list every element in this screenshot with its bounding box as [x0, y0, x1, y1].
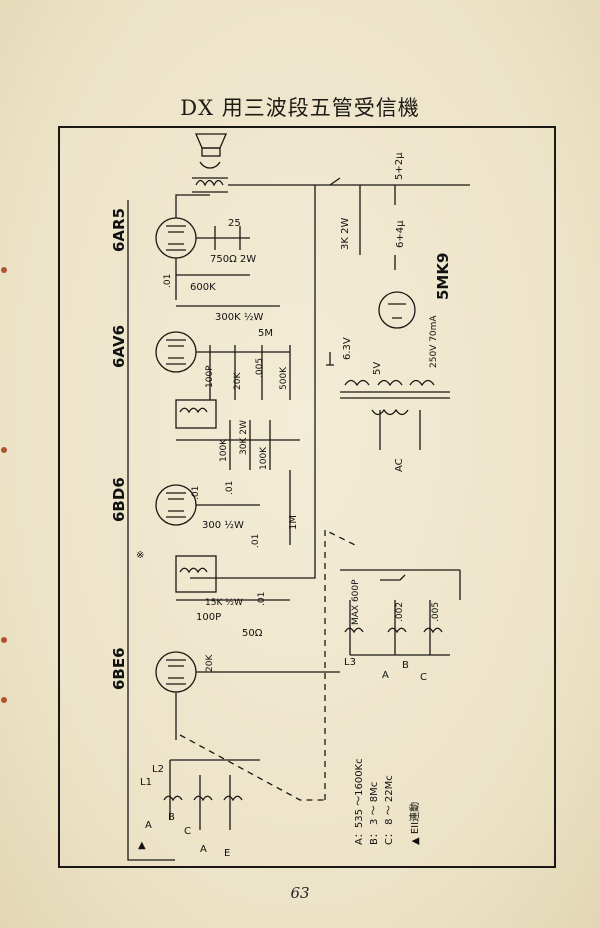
tube-5mk9 [378, 291, 416, 329]
conv-res2-label: 50Ω [242, 628, 263, 639]
ground-symbol [326, 352, 334, 366]
det-res-label: 20K [233, 372, 243, 390]
gang-star-1: ▲ [138, 840, 146, 851]
tube-label-6ar5: 6AR5 [110, 208, 128, 252]
grid-res-label: 600K [190, 282, 216, 293]
legend-band-a: A：535 ～1600Kc [354, 758, 365, 845]
power-switch-icon [329, 177, 341, 186]
gang-link-ant [179, 734, 325, 801]
avc-res-label: 1M [288, 515, 299, 530]
screen-res2-label: 30K 2W [239, 420, 249, 455]
det-cap2-label: .005 [255, 358, 265, 378]
filter-cap2-label: 6+4μ [395, 220, 406, 248]
earth-terminal: E [224, 848, 230, 859]
if-cap2-label: .01 [225, 481, 235, 495]
if-transformer-2 [175, 399, 217, 429]
tube-6av6 [155, 331, 197, 373]
antenna-terminal: A [200, 844, 207, 855]
screen-res1-label: 100K [219, 438, 229, 462]
screen-network [176, 420, 300, 470]
det-res2-label: 500K [279, 366, 289, 390]
page-title: DX 用三波段五管受信機 [180, 96, 420, 120]
coil-l3-label: L3 [344, 657, 356, 668]
volume-label: 5M [258, 328, 273, 339]
ant-tap-c: C [184, 826, 191, 837]
tube-6be6 [155, 651, 340, 740]
osc-coil-section [340, 569, 461, 656]
filter-wiring [359, 185, 396, 270]
schematic-frame [58, 126, 556, 868]
cathode-res-label: 750Ω 2W [210, 254, 256, 265]
asterisk-mark: ※ [136, 550, 144, 561]
det-cap-label: 100P [205, 365, 215, 388]
conv-res3-label: 20K [205, 654, 215, 672]
gang-link-osc [324, 528, 356, 800]
power-transformer [340, 379, 450, 450]
pad-max-label: MAX 600P [351, 579, 361, 625]
ground-rail [127, 200, 175, 861]
osc-tap-a: A [382, 670, 389, 681]
speaker-icon [195, 133, 227, 169]
osc-tap-c: C [420, 672, 427, 683]
legend-band-b: B： 3 ～ 8Mc [369, 782, 380, 845]
ant-tap-b: B [168, 812, 175, 823]
tube-label-6be6: 6BE6 [110, 647, 128, 690]
screen-res3-label: 100K [259, 446, 269, 470]
rect-heater-label: 5V [372, 362, 383, 375]
tube-label-6av6: 6AV6 [110, 325, 128, 368]
heater-voltage-label: 6.3V [342, 337, 353, 360]
grid-line [175, 258, 250, 300]
ac-label: AC [394, 458, 405, 472]
if-cathode-line [196, 470, 291, 545]
coupling-cap-label: .01 [163, 274, 173, 288]
osc-band-switch [380, 574, 406, 581]
tube-6bd6 [155, 484, 197, 526]
tube-6ar5 [155, 194, 210, 259]
legend-gang: ▲ EII連動 [408, 802, 421, 845]
ant-coil-section [163, 759, 260, 830]
if-cap1-label: .01 [191, 486, 201, 500]
pad-cap1-label: .002 [395, 602, 405, 622]
tube-label-6bd6: 6BD6 [110, 477, 128, 522]
tube-label-5mk9: 5MK9 [434, 253, 452, 300]
cathode-cap-label: 25 [228, 218, 241, 229]
output-transformer [192, 177, 228, 193]
b-plus-rail [190, 185, 316, 579]
coil-l2-label: L2 [152, 764, 164, 775]
hv-winding-label: 250V 70mA [429, 315, 439, 368]
ant-tap-a: A [145, 820, 152, 831]
if-transformer-1 [175, 555, 217, 593]
if-cap3-label: .01 [251, 534, 261, 548]
conv-cap1-label: .01 [257, 592, 267, 606]
legend-band-c: C： 8 ～ 22Mc [384, 775, 395, 845]
cathode-network [196, 226, 250, 250]
coil-l1-label: L1 [140, 777, 152, 788]
osc-tap-b: B [402, 660, 409, 671]
conv-res1-label: 15K ½W [205, 598, 243, 608]
filter-cap1-label: 5+2μ [394, 152, 405, 180]
page-number: 63 [290, 884, 310, 902]
plate-res-label: 300K ½W [215, 311, 264, 323]
binding-holes [1, 267, 7, 703]
if-res-label: 300 ½W [202, 519, 244, 531]
conv-cap2-label: 100P [196, 612, 221, 623]
pad-cap2-label: .005 [431, 602, 441, 622]
psu-res-label: 3K 2W [340, 218, 351, 250]
detector-network [196, 345, 291, 400]
